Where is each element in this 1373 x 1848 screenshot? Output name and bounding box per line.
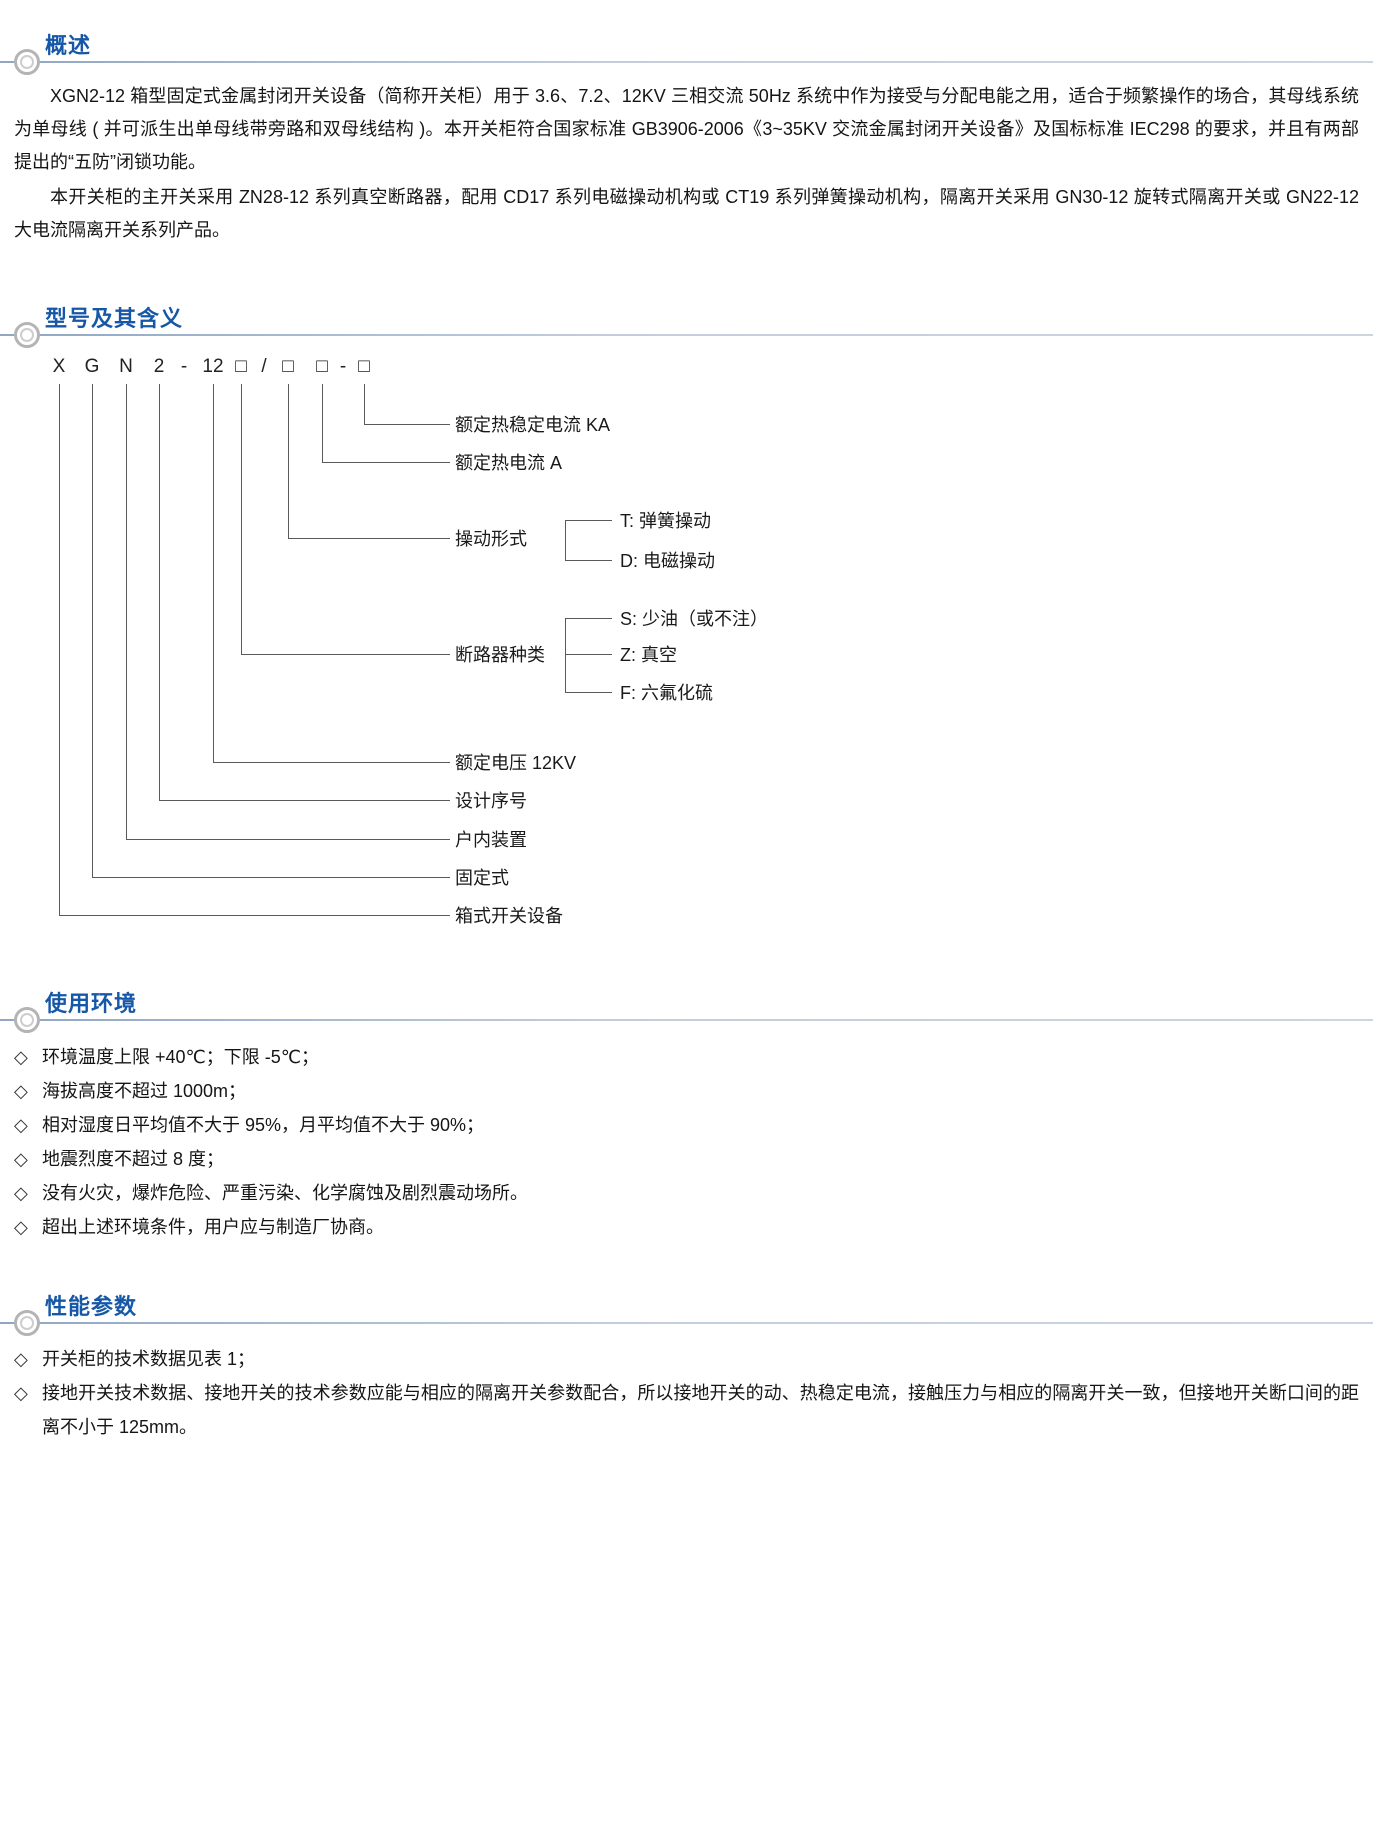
label-breaker-vacuum: Z: 真空 (620, 645, 677, 665)
diagram-branch-hline (565, 618, 612, 619)
section-underline (0, 61, 1373, 63)
overview-paragraphs: XGN2-12 箱型固定式金属封闭开关设备（简称开关柜）用于 3.6、7.2、1… (14, 80, 1359, 249)
section-title-overview: 概述 (45, 33, 92, 58)
model-code-char: N (119, 356, 133, 377)
section-title-performance: 性能参数 (45, 1294, 138, 1319)
diagram-branch-hline (565, 692, 612, 693)
section-ring-icon (14, 1007, 40, 1033)
diagram-hline (288, 538, 450, 539)
label-rated-thermal-current: 额定热电流 A (455, 453, 563, 473)
label-operation-type: 操动形式 (455, 529, 527, 549)
label-breaker-type: 断路器种类 (455, 645, 545, 665)
diagram-hline (322, 462, 450, 463)
diagram-vline (126, 384, 127, 839)
diagram-vline (92, 384, 93, 877)
diagram-hline (213, 762, 450, 763)
diagram-hline (159, 800, 450, 801)
diagram-hline (364, 424, 450, 425)
overview-paragraph: XGN2-12 箱型固定式金属封闭开关设备（简称开关柜）用于 3.6、7.2、1… (14, 86, 1359, 172)
label-design-serial: 设计序号 (455, 791, 527, 811)
model-code-char: □ (316, 356, 328, 377)
diagram-branch-hline (565, 654, 612, 655)
list-item: ◇ 地震烈度不超过 8 度； (14, 1142, 1359, 1176)
model-code-char: □ (358, 356, 370, 377)
model-code-char: G (84, 356, 100, 377)
label-op-electromagnet: D: 电磁操动 (620, 551, 716, 571)
diamond-bullet-icon: ◇ (14, 1183, 28, 1203)
diagram-branch-hline (565, 560, 612, 561)
section-underline (0, 1322, 1373, 1324)
list-item-text: 接地开关技术数据、接地开关的技术参数应能与相应的隔离开关参数配合，所以接地开关的… (42, 1383, 1359, 1437)
model-code-char: / (261, 356, 267, 377)
section-environment-header: 使用环境 (0, 986, 1373, 1036)
list-item-text: 开关柜的技术数据见表 1； (42, 1349, 256, 1369)
section-overview-header: 概述 (0, 28, 1373, 78)
section-underline (0, 1019, 1373, 1021)
diagram-vline (322, 384, 323, 462)
section-title-model: 型号及其含义 (45, 306, 184, 331)
model-code-char: □ (282, 356, 294, 377)
diagram-vline (159, 384, 160, 800)
list-item: ◇ 海拔高度不超过 1000m； (14, 1074, 1359, 1108)
section-title-environment: 使用环境 (45, 991, 138, 1016)
model-code-char: X (52, 356, 66, 377)
list-item-text: 没有火灾，爆炸危险、严重污染、化学腐蚀及剧烈震动场所。 (42, 1183, 528, 1203)
label-rated-thermal-stability-current: 额定热稳定电流 KA (455, 415, 611, 435)
model-code-char: □ (235, 356, 247, 377)
diagram-hline (126, 839, 450, 840)
diamond-bullet-icon: ◇ (14, 1149, 28, 1169)
diagram-branch-hline (565, 520, 612, 521)
diagram-bracket-vline (565, 520, 566, 560)
list-item-text: 超出上述环境条件，用户应与制造厂协商。 (42, 1217, 384, 1237)
section-underline (0, 334, 1373, 336)
diagram-vline (241, 384, 242, 654)
label-op-spring: T: 弹簧操动 (620, 511, 712, 531)
section-ring-icon (14, 1310, 40, 1336)
section-performance-header: 性能参数 (0, 1289, 1373, 1339)
label-breaker-oil: S: 少油（或不注） (620, 609, 769, 629)
performance-list: ◇ 开关柜的技术数据见表 1； ◇ 接地开关技术数据、接地开关的技术参数应能与相应的… (14, 1342, 1359, 1444)
diagram-hline (59, 915, 450, 916)
diagram-vline (364, 384, 365, 424)
environment-list: ◇ 环境温度上限 +40℃；下限 -5℃； ◇ 海拔高度不超过 1000m； ◇ 相对… (14, 1040, 1359, 1244)
label-breaker-sf6: F: 六氟化硫 (620, 683, 713, 703)
diamond-bullet-icon: ◇ (14, 1383, 28, 1403)
list-item-text: 相对湿度日平均值不大于 95%，月平均值不大于 90%； (42, 1115, 485, 1135)
section-ring-icon (14, 322, 40, 348)
diagram-hline (241, 654, 450, 655)
overview-paragraph: 本开关柜的主开关采用 ZN28-12 系列真空断路器，配用 CD17 系列电磁操… (14, 187, 1359, 240)
list-item: ◇ 开关柜的技术数据见表 1； (14, 1342, 1359, 1376)
diamond-bullet-icon: ◇ (14, 1047, 28, 1067)
list-item: ◇ 超出上述环境条件，用户应与制造厂协商。 (14, 1210, 1359, 1244)
model-code-char: 12 (202, 356, 224, 377)
list-item-text: 地震烈度不超过 8 度； (42, 1149, 225, 1169)
diagram-vline (59, 384, 60, 915)
label-indoor-device: 户内装置 (455, 830, 527, 850)
diagram-hline (92, 877, 450, 878)
model-code-char: - (180, 356, 188, 377)
diagram-vline (213, 384, 214, 762)
section-ring-icon (14, 49, 40, 75)
list-item: ◇ 相对湿度日平均值不大于 95%，月平均值不大于 90%； (14, 1108, 1359, 1142)
section-model-header: 型号及其含义 (0, 301, 1373, 351)
model-code-char: 2 (153, 356, 165, 377)
model-code-char: - (339, 356, 347, 377)
diamond-bullet-icon: ◇ (14, 1081, 28, 1101)
list-item: ◇ 接地开关技术数据、接地开关的技术参数应能与相应的隔离开关参数配合，所以接地开关… (14, 1376, 1359, 1444)
diagram-vline (288, 384, 289, 538)
list-item: ◇ 环境温度上限 +40℃；下限 -5℃； (14, 1040, 1359, 1074)
list-item-text: 海拔高度不超过 1000m； (42, 1081, 247, 1101)
label-rated-voltage: 额定电压 12KV (455, 753, 577, 773)
label-box-switchgear: 箱式开关设备 (455, 906, 563, 926)
diamond-bullet-icon: ◇ (14, 1115, 28, 1135)
diagram-bracket-vline (565, 618, 566, 692)
model-designation-diagram: X G N 2 - 12 □ / □ □ - □ (0, 352, 1373, 957)
diamond-bullet-icon: ◇ (14, 1217, 28, 1237)
label-fixed-type: 固定式 (455, 868, 509, 888)
diamond-bullet-icon: ◇ (14, 1349, 28, 1369)
list-item-text: 环境温度上限 +40℃；下限 -5℃； (42, 1047, 319, 1067)
list-item: ◇ 没有火灾，爆炸危险、严重污染、化学腐蚀及剧烈震动场所。 (14, 1176, 1359, 1210)
